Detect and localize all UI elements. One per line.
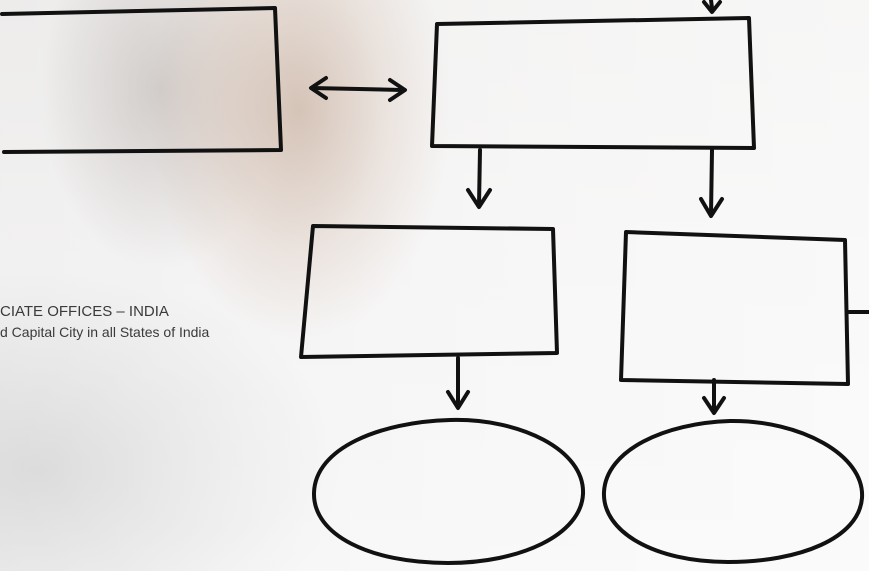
- caption-line-1: CIATE OFFICES – INDIA: [0, 303, 169, 320]
- box-top-right: [430, 16, 756, 150]
- caption-block: CIATE OFFICES – INDIA d Capital City in …: [0, 302, 209, 342]
- arrow-down-left: [466, 148, 492, 209]
- oval-right: [601, 418, 865, 564]
- double-arrow: [309, 76, 407, 102]
- arrow-in-top: [702, 0, 722, 14]
- arrow-to-oval-left: [446, 356, 470, 410]
- arrow-to-oval-right: [702, 378, 726, 415]
- caption-line-2: d Capital City in all States of India: [0, 324, 210, 340]
- arrow-down-right: [699, 148, 724, 218]
- oval-left: [311, 417, 586, 565]
- box-middle-left: [299, 224, 559, 359]
- box-top-left: [0, 6, 283, 154]
- box-middle-right: [619, 230, 850, 386]
